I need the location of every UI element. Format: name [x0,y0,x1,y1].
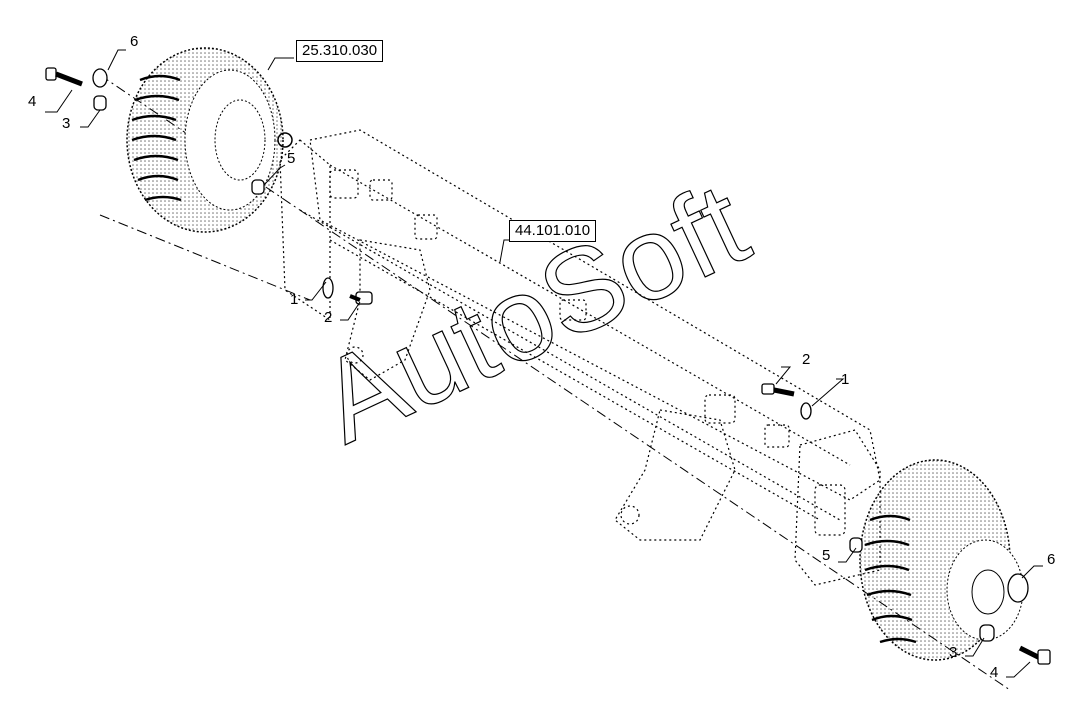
callout-4-left: 4 [28,93,37,110]
pin-part-1-center [322,277,334,299]
reference-25-310-030[interactable]: 25.310.030 [296,40,384,62]
right-hub-assembly [859,459,1024,661]
bushing-part-5-left [251,179,265,195]
callout-1-right: 1 [841,371,850,388]
bushing-part-3-right [979,624,995,642]
reference-44-101-010[interactable]: 44.101.010 [509,220,597,242]
callout-2-right: 2 [802,351,811,368]
small-parts [45,67,1051,665]
callout-5-right: 5 [822,547,831,564]
bolt-part-4-left [45,67,83,87]
callout-6-left: 6 [130,33,139,50]
svg-text:AutoSoft: AutoSoft [300,158,766,469]
callout-3-left: 3 [62,115,71,132]
callout-4-right: 4 [990,664,999,681]
callout-5-left: 5 [287,150,296,167]
left-hub-assembly [126,47,293,233]
o-ring-part-6-right [1007,573,1029,603]
callout-6-right: 6 [1047,551,1056,568]
callout-3-right: 3 [949,644,958,661]
pin-part-1-right [800,402,812,420]
leader-lines [45,49,1043,678]
bolt-part-4-right [1018,645,1051,665]
axle-housing [279,129,881,586]
bolt-part-2-center [349,291,373,305]
bushing-part-3-left [93,95,107,111]
bolt-part-2-right [761,383,795,397]
o-ring-part-6-left [92,68,108,88]
watermark-logo: AutoSoft [300,157,767,469]
callout-1-center: 1 [290,291,299,308]
bushing-part-5-right [849,537,863,553]
callout-2-center: 2 [324,309,333,326]
